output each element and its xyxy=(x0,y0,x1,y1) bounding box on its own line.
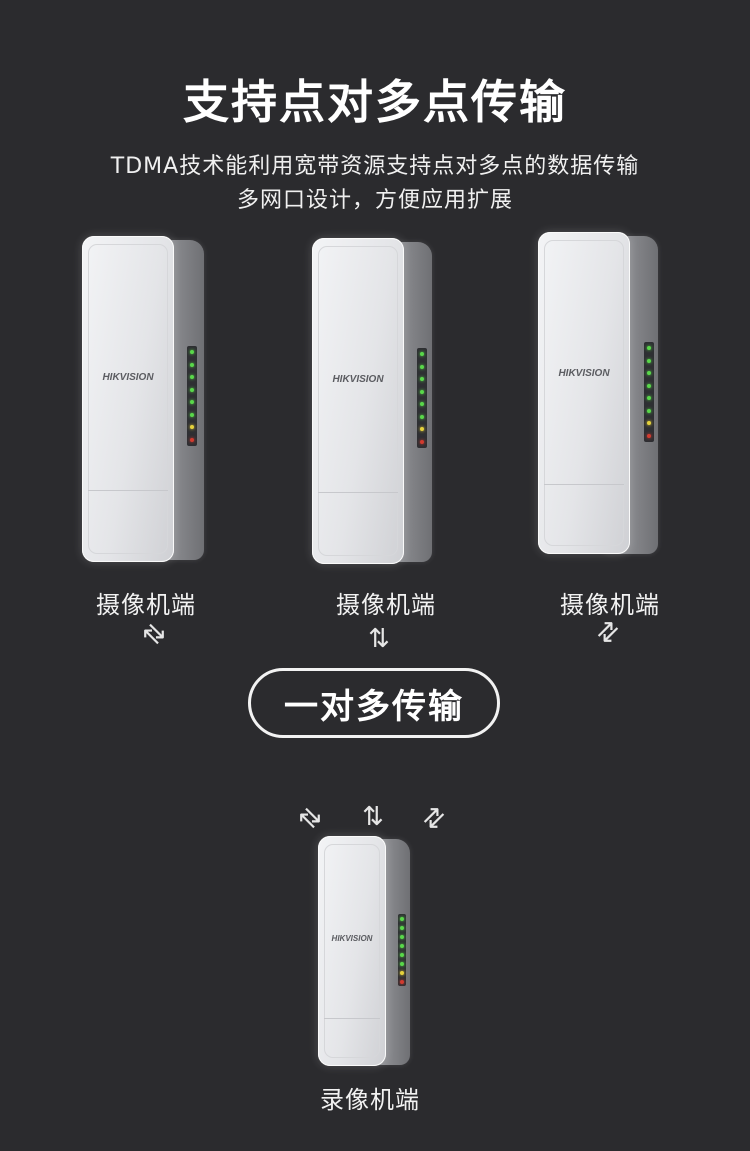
subtitle-line-2: 多网口设计，方便应用扩展 xyxy=(236,188,513,213)
brand-logo: HIKVISION xyxy=(332,374,384,385)
camera-device-right: HIKVISION xyxy=(538,232,662,562)
camera-label-right: 摄像机端 xyxy=(560,591,660,619)
page-title: 支持点对多点传输 xyxy=(183,75,567,129)
subtitle-line-1: TDMA技术能利用宽带资源支持点对多点的数据传输 xyxy=(110,154,640,179)
recorder-label: 录像机端 xyxy=(320,1086,420,1114)
status-leds xyxy=(644,342,654,442)
swap-arrows-icon: ⇅ xyxy=(368,624,390,654)
status-leds xyxy=(398,914,406,986)
status-leds xyxy=(417,348,427,448)
brand-logo: HIKVISION xyxy=(102,372,154,383)
camera-label-left: 摄像机端 xyxy=(96,591,196,619)
one-to-many-badge: 一对多传输 xyxy=(248,668,500,738)
brand-logo: HIKVISION xyxy=(558,368,610,379)
recorder-device: HIKVISION xyxy=(318,836,412,1070)
swap-arrows-icon: ⇅ xyxy=(136,616,174,654)
camera-device-middle: HIKVISION xyxy=(312,238,436,568)
camera-device-left: HIKVISION xyxy=(82,236,206,566)
swap-arrows-icon: ⇅ xyxy=(292,800,330,838)
swap-arrows-icon: ⇅ xyxy=(362,802,384,832)
camera-label-middle: 摄像机端 xyxy=(336,591,436,619)
swap-arrows-icon: ⇅ xyxy=(414,800,452,838)
status-leds xyxy=(187,346,197,446)
brand-logo: HIKVISION xyxy=(331,934,373,943)
